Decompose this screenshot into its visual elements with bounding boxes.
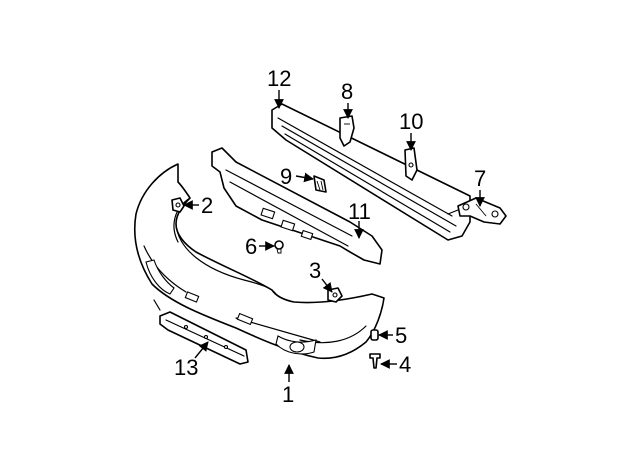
side-bracket-7	[457, 197, 507, 225]
leader-lines	[183, 90, 485, 382]
callout-labels: 12 8 10 9 7 11 2 6 3 5 4 13 1	[174, 66, 486, 407]
callout-4: 4	[399, 352, 411, 377]
energy-absorber	[211, 147, 383, 265]
callout-12: 12	[267, 66, 291, 91]
bumper-cover	[133, 163, 385, 360]
screw-4	[369, 353, 381, 369]
retainer-6	[274, 240, 284, 254]
callout-13: 13	[174, 355, 198, 380]
callout-10: 10	[399, 109, 423, 134]
callout-3: 3	[309, 258, 321, 283]
callout-2: 2	[201, 193, 213, 218]
clip-9	[313, 175, 327, 193]
callout-5: 5	[395, 323, 407, 348]
callout-1: 1	[282, 382, 294, 407]
clip-2	[171, 197, 185, 213]
air-deflector	[159, 311, 249, 365]
callout-7: 7	[474, 166, 486, 191]
callout-9: 9	[280, 164, 292, 189]
grommet-5	[370, 329, 379, 341]
callout-11: 11	[348, 199, 371, 224]
callout-6: 6	[245, 234, 257, 259]
bracket-10	[404, 147, 418, 181]
callout-8: 8	[341, 79, 353, 104]
